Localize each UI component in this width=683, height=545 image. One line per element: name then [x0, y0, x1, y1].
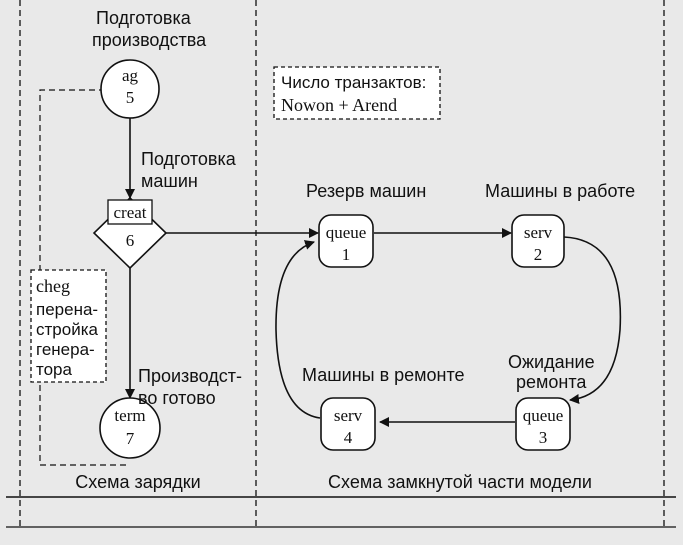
queue-wait-caption-line1: Ожидание [508, 352, 595, 372]
arrow-serv4-to-queue1 [275, 240, 321, 419]
right-panel-footer: Схема замкнутой части модели [328, 472, 592, 492]
queue-wait-name: queue [523, 406, 564, 425]
terminate-block-number: 7 [126, 429, 135, 448]
terminate-caption-line2: во готово [138, 388, 216, 408]
create-block-name: creat [113, 203, 146, 222]
queue-block-wait [515, 397, 571, 451]
left-panel-title-line2: производства [92, 30, 207, 50]
serv-work-name: serv [524, 223, 553, 242]
generate-block-name: ag [122, 66, 139, 85]
serv-block-work [511, 214, 565, 268]
cheg-note-line3: стройка [36, 320, 99, 339]
cheg-note-box [30, 269, 107, 383]
queue-block-reserve [318, 214, 374, 268]
terminate-caption-line1: Производст- [138, 366, 242, 386]
left-panel-footer: Схема зарядки [75, 472, 200, 492]
transact-count-label: Число транзактов: [281, 73, 426, 92]
serv-work-number: 2 [534, 245, 543, 264]
cheg-note-line5: тора [36, 360, 73, 379]
queue-wait-number: 3 [539, 428, 548, 447]
terminate-block-term [99, 397, 161, 459]
cheg-note-line2: перена- [36, 300, 98, 319]
terminate-block-name: term [114, 406, 145, 425]
queue-reserve-name: queue [326, 223, 367, 242]
serv-repair-name: serv [334, 406, 363, 425]
transact-count-box [273, 66, 441, 120]
serv-block-repair [320, 397, 376, 451]
create-block-label-box [107, 199, 153, 225]
transact-count-formula: Nowon + Arend [281, 95, 397, 115]
create-caption-line2: машин [141, 171, 198, 191]
left-panel-title-line1: Подготовка [96, 8, 192, 28]
queue-reserve-caption: Резерв машин [306, 181, 426, 201]
generate-block-ag [100, 59, 160, 119]
serv-repair-number: 4 [344, 428, 353, 447]
create-caption-line1: Подготовка [141, 149, 237, 169]
serv-repair-caption: Машины в ремонте [302, 365, 465, 385]
arrow-serv2-to-queue3 [563, 236, 622, 404]
create-block-number: 6 [126, 231, 135, 250]
queue-wait-caption-line2: ремонта [516, 372, 587, 392]
serv-work-caption: Машины в работе [485, 181, 635, 201]
queue-reserve-number: 1 [342, 245, 351, 264]
cheg-note-line1: cheg [36, 276, 70, 296]
cheg-note-line4: генера- [36, 340, 95, 359]
generate-block-number: 5 [126, 88, 135, 107]
panel-borders [19, 0, 665, 527]
